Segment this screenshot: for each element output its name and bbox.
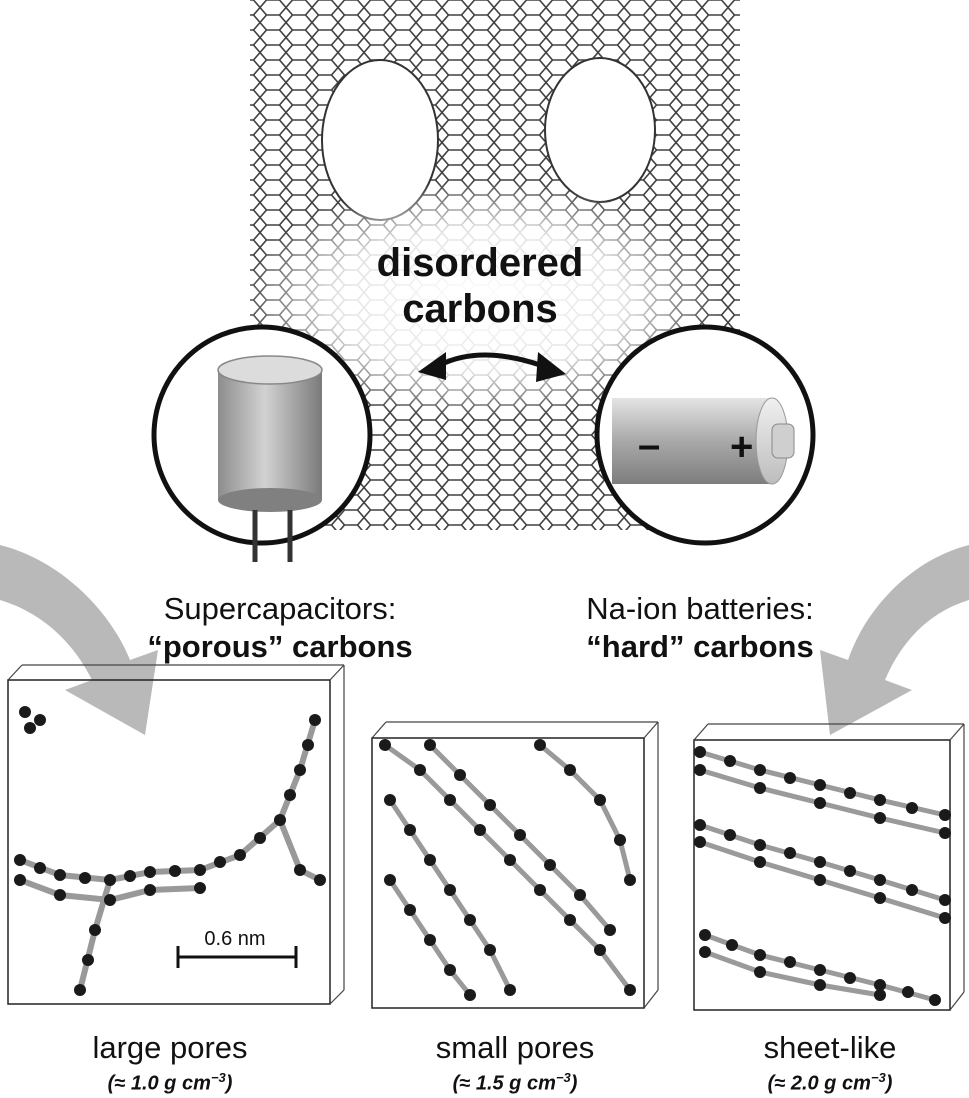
structure-name: small pores [435,1030,595,1065]
battery-icon: – + [594,324,816,546]
right-gray-arrow [820,545,969,735]
structure-box-large-pores [7,664,345,1005]
structure-density: (≈ 1.0 g cm−3) [107,1070,233,1095]
left-gray-arrow [0,545,158,735]
structure-caption-large-pores: large pores (≈ 1.0 g cm−3) [40,1030,300,1096]
structure-name: large pores [92,1030,248,1065]
battery-label-line1: Na-ion batteries: [586,591,814,626]
supercapacitor-quoted-word: “porous” [147,629,284,664]
double-curved-arrow [418,352,566,382]
battery-minus-sign: – [638,423,660,467]
supercapacitor-carbons-word: carbons [283,629,413,664]
structure-box-sheet-like [693,723,965,1011]
structure-box-small-pores [371,721,659,1009]
battery-carbons-word: carbons [684,629,814,664]
scale-bar-label: 0.6 nm [204,928,266,950]
structure-caption-small-pores: small pores (≈ 1.5 g cm−3) [385,1030,645,1096]
structure-density: (≈ 1.5 g cm−3) [452,1070,578,1095]
center-title: disordered carbons [330,240,630,332]
battery-label: Na-ion batteries: “hard” carbons [550,590,850,666]
structure-name: sheet-like [763,1030,897,1065]
scale-bar [176,946,298,968]
structure-caption-sheet-like: sheet-like (≈ 2.0 g cm−3) [700,1030,960,1096]
battery-plus-sign: + [730,425,753,469]
structure-density: (≈ 2.0 g cm−3) [767,1070,893,1095]
battery-quoted-word: “hard” [586,629,685,664]
supercapacitor-icon [151,324,373,562]
supercapacitor-label: Supercapacitors: “porous” carbons [130,590,430,666]
center-title-line2: carbons [402,287,558,331]
supercapacitor-label-line1: Supercapacitors: [163,591,397,626]
supercapacitor-label-line2: “porous” carbons [130,628,430,666]
center-title-line1: disordered [376,241,584,285]
battery-label-line2: “hard” carbons [550,628,850,666]
